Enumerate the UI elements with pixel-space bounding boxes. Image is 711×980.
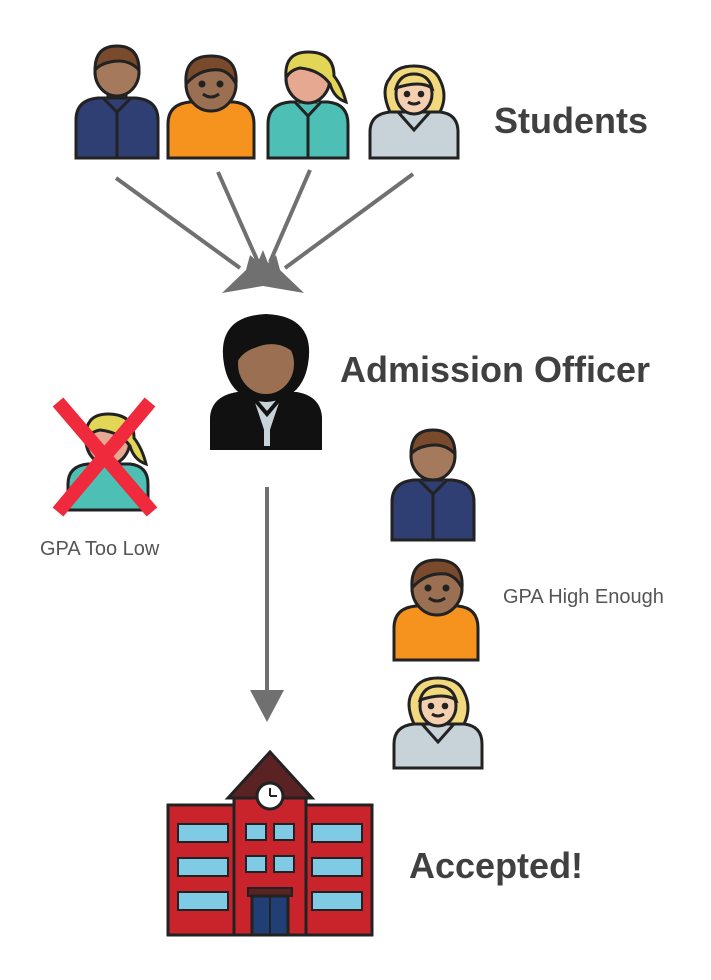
- accepted-student-orange-icon: [392, 558, 480, 662]
- student-teal-icon: [266, 50, 350, 160]
- arrowhead-cluster: [222, 250, 304, 293]
- down-arrow: [250, 487, 284, 722]
- student-navy-icon: [74, 44, 160, 160]
- accepted-student-grey-icon: [392, 676, 484, 770]
- student-grey-icon: [368, 64, 460, 160]
- converging-arrows: [114, 169, 415, 270]
- gpa-too-low-label: GPA Too Low: [40, 538, 160, 560]
- gpa-high-enough-label: GPA High Enough: [503, 586, 664, 608]
- accepted-label: Accepted!: [409, 845, 584, 886]
- accepted-student-navy-icon: [390, 428, 476, 542]
- school-building-icon: [166, 749, 374, 937]
- student-orange-icon: [166, 54, 256, 160]
- admission-officer-label: Admission Officer: [340, 349, 651, 390]
- reject-x-icon: [52, 397, 158, 517]
- admission-officer-icon: [210, 313, 322, 450]
- students-label: Students: [494, 100, 649, 141]
